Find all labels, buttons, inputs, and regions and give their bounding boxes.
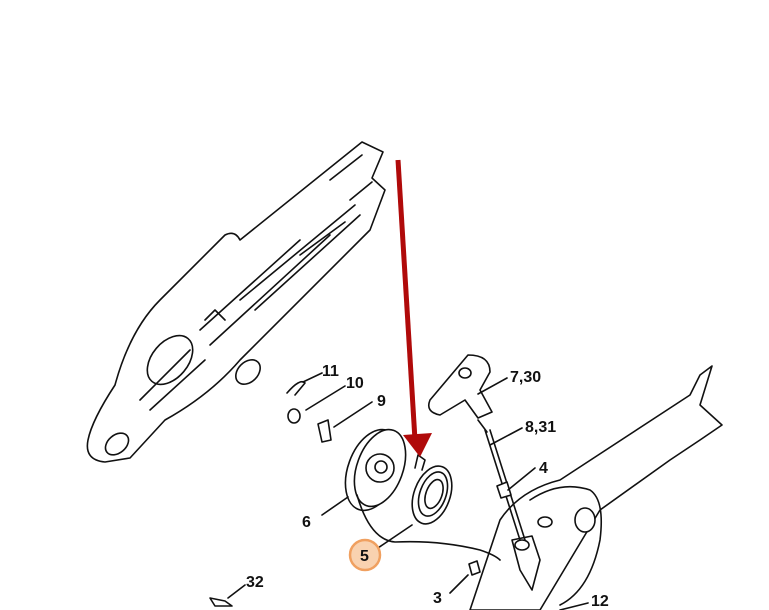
starter-grip-part (427, 354, 526, 541)
label-6[interactable]: 6 (302, 514, 311, 531)
label-32[interactable]: 32 (246, 574, 264, 591)
screw-part-32 (209, 597, 233, 607)
rewind-spring-part (411, 454, 453, 525)
washer-part-10 (287, 408, 301, 424)
label-8-31[interactable]: 8,31 (525, 419, 556, 436)
highlight-circle-part-5[interactable] (348, 538, 382, 572)
starter-cover-part (469, 365, 723, 610)
red-arrow-indicator (395, 159, 432, 457)
label-4[interactable]: 4 (539, 460, 548, 477)
label-10[interactable]: 10 (346, 375, 364, 392)
label-9[interactable]: 9 (377, 393, 386, 410)
pawl-part-9 (317, 419, 332, 443)
spring-clip-part-11 (286, 380, 306, 396)
label-3[interactable]: 3 (433, 590, 442, 607)
rope-rotor-part (344, 428, 501, 561)
housing-part (86, 141, 386, 463)
fillister-part-3 (468, 560, 481, 576)
label-5[interactable]: 5 (360, 548, 369, 565)
label-11[interactable]: 11 (322, 363, 339, 380)
label-12[interactable]: 12 (591, 593, 609, 610)
label-7-30[interactable]: 7,30 (510, 369, 541, 386)
